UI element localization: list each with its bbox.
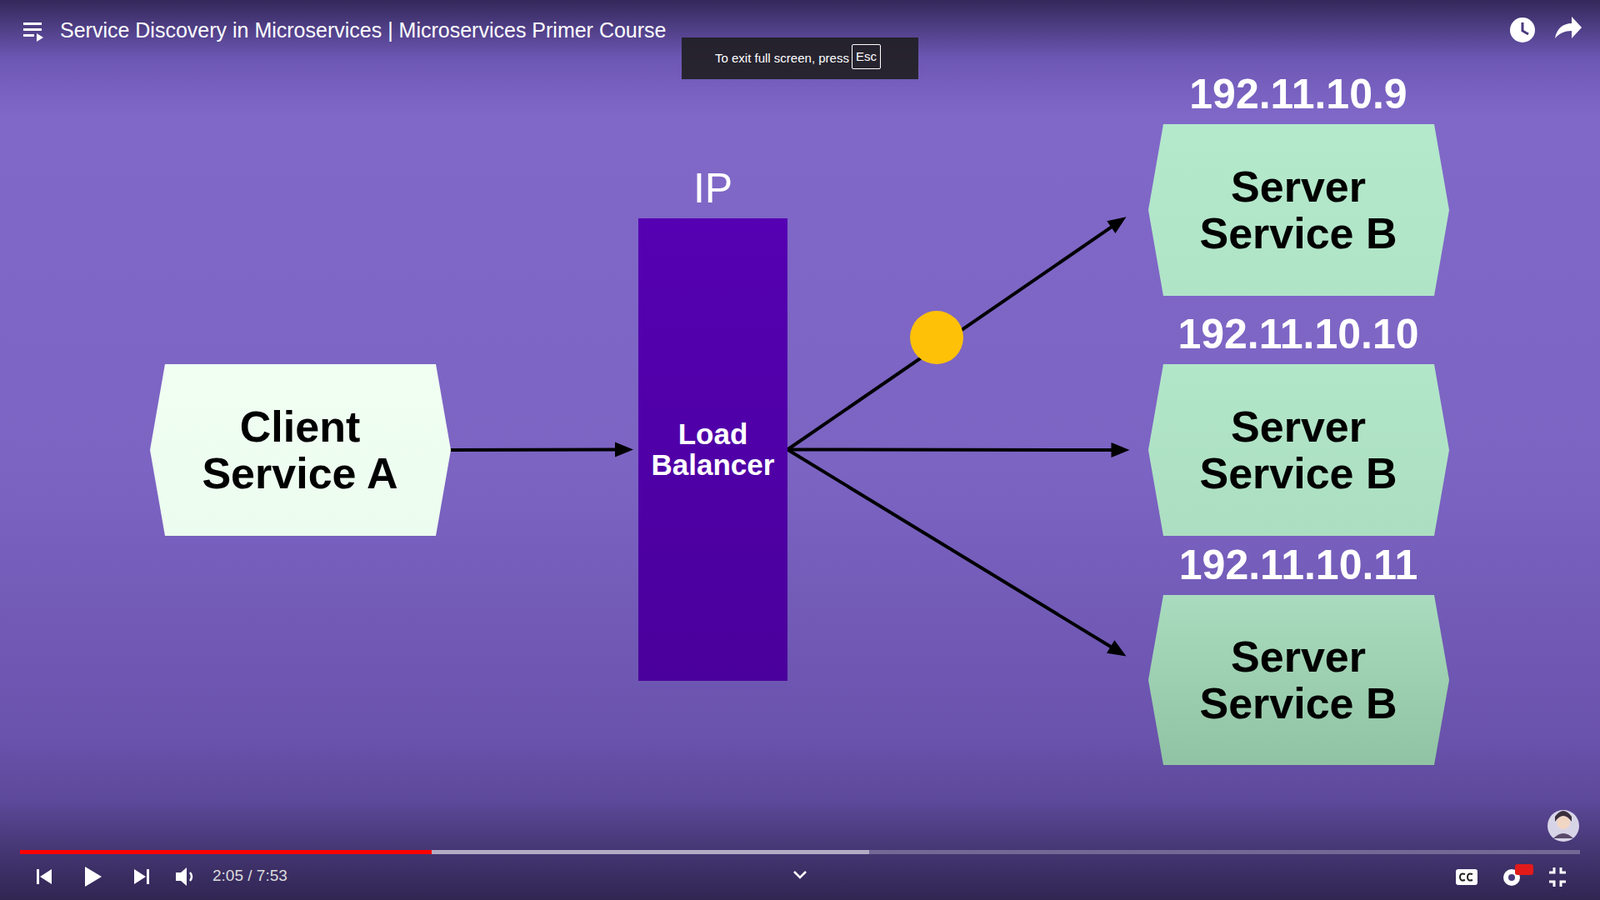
ip-heading: 192.11.10.10	[1177, 311, 1419, 358]
arrowhead	[1110, 442, 1130, 458]
connector-line	[450, 448, 620, 452]
node-label: Server Service B	[1188, 633, 1410, 727]
server-instance: 192.11.10.11Server Service B	[1148, 595, 1450, 765]
connector-arrow	[450, 442, 635, 458]
connector-line	[787, 448, 1115, 452]
connector-arrow	[787, 450, 1127, 657]
arrowhead	[615, 442, 634, 458]
node-fill	[1148, 124, 1450, 296]
packet-dot	[910, 310, 964, 365]
arrowhead	[1106, 216, 1126, 234]
share-icon	[1555, 16, 1582, 39]
ip-heading: 192.11.10.9	[1189, 71, 1407, 118]
bottom-shade	[0, 800, 1600, 900]
settings-icon	[1503, 864, 1534, 886]
playlist-icon	[23, 22, 44, 42]
video-title: Service Discovery in Microservices | Mic…	[60, 17, 666, 43]
previous-icon	[36, 869, 52, 885]
ip-heading: IP	[693, 165, 733, 212]
exit-fullscreen-icon	[1549, 867, 1566, 887]
connector-arrow	[787, 216, 1127, 450]
next-icon	[134, 869, 150, 885]
volume-icon	[175, 867, 192, 886]
node-label: Load Balancer	[648, 418, 778, 482]
captions-icon	[1455, 869, 1478, 885]
progress-buffered	[20, 850, 870, 855]
node-label: Server Service B	[1188, 403, 1410, 497]
client-service: Client Service A	[150, 364, 451, 536]
chevron-icon	[794, 871, 806, 878]
key-badge: Esc	[851, 44, 881, 70]
play-icon	[85, 866, 102, 887]
server-instance: 192.11.10.9Server Service B	[1148, 124, 1450, 296]
node-fill	[1148, 364, 1450, 536]
connector-arrow	[787, 442, 1130, 458]
node-fill	[150, 364, 451, 536]
connector-line	[787, 450, 1114, 650]
tooltip-text: To exit full screen, press	[715, 50, 850, 67]
channel-avatar	[1547, 810, 1580, 842]
node-fill	[1148, 595, 1450, 765]
node-fill	[638, 218, 788, 681]
node-label: Server Service B	[1188, 163, 1410, 257]
node-label: Client Service A	[190, 403, 411, 497]
watch-later-icon	[1510, 17, 1535, 43]
arrowhead	[1106, 640, 1126, 656]
connector-line	[787, 225, 1115, 450]
server-instance: 192.11.10.10Server Service B	[1148, 364, 1450, 536]
time-display: 2:05 / 7:53	[212, 867, 288, 885]
progress-played	[20, 850, 432, 855]
progress-track	[20, 850, 1580, 855]
ip-heading: 192.11.10.11	[1179, 542, 1418, 589]
load-balancer: IPLoad Balancer	[638, 218, 788, 681]
tooltip-background	[681, 37, 919, 80]
